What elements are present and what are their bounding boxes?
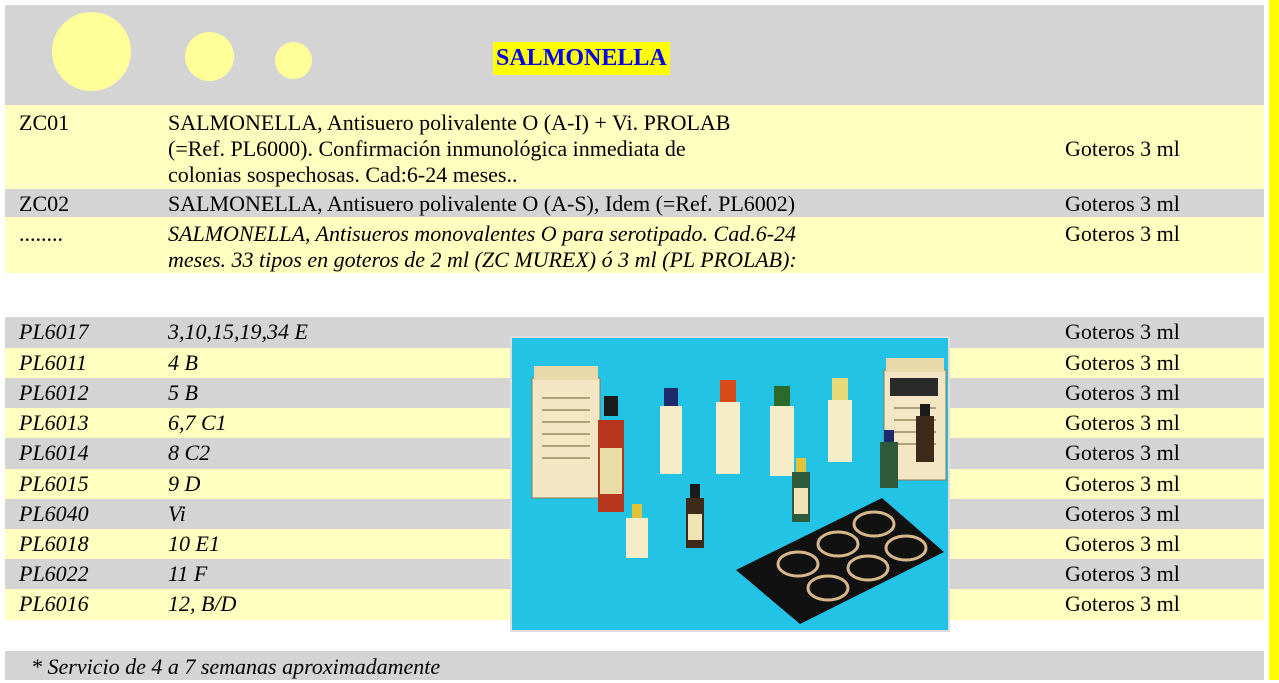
footer-note-bar: * Servicio de 4 a 7 semanas aproximadame… [5,651,1264,680]
product-code: PL6040 [19,501,89,526]
decorative-circle-large [52,12,131,91]
product-code: ZC01 [19,110,70,135]
product-format: Goteros 3 ml [1065,531,1180,556]
product-code: ........ [19,221,63,246]
page-header: SALMONELLA [5,5,1264,105]
product-description-line: 6,7 C1 [168,410,227,435]
product-format: Goteros 3 ml [1065,501,1180,526]
decorative-circle-medium [185,32,234,81]
product-description-line: meses. 33 tipos en goteros de 2 ml (ZC M… [168,247,797,272]
product-code: PL6011 [19,350,88,375]
product-description-line: 3,10,15,19,34 E [168,319,308,344]
product-code: PL6014 [19,440,89,465]
product-photo [510,336,950,632]
product-description-line: 8 C2 [168,440,211,465]
product-code: PL6022 [19,561,89,586]
service-footnote: * Servicio de 4 a 7 semanas aproximadame… [31,654,441,679]
product-description-line: SALMONELLA, Antisuero polivalente O (A-S… [168,191,796,216]
product-description-line: 10 E1 [168,531,220,556]
product-format: Goteros 3 ml [1065,191,1180,216]
product-description-line: (=Ref. PL6000). Confirmación inmunológic… [168,136,686,161]
product-description-line: 11 F [168,561,208,586]
product-description-line: 5 B [168,380,198,405]
product-code: PL6013 [19,410,89,435]
product-format: Goteros 3 ml [1065,350,1180,375]
product-row: ZC02 SALMONELLA, Antisuero polivalente O… [5,189,1264,217]
product-format: Goteros 3 ml [1065,471,1180,496]
product-row: ZC01 SALMONELLA, Antisuero polivalente O… [5,105,1264,189]
product-description-line: Vi [168,501,186,526]
product-format: Goteros 3 ml [1065,410,1180,435]
decorative-circle-small [275,42,312,79]
product-code: PL6017 [19,319,89,344]
product-description-line: colonias sospechosas. Cad:6-24 meses.. [168,162,518,187]
product-code: PL6018 [19,531,89,556]
product-code: ZC02 [19,191,70,216]
product-description-line: 4 B [168,350,198,375]
product-description-line: SALMONELLA, Antisueros monovalentes O pa… [168,221,797,246]
product-code: PL6016 [19,591,89,616]
product-format: Goteros 3 ml [1065,221,1180,246]
right-accent-bar [1269,0,1279,680]
page-title[interactable]: SALMONELLA [493,42,670,75]
product-format: Goteros 3 ml [1065,319,1180,344]
product-description-line: 9 D [168,471,201,496]
product-code: PL6012 [19,380,89,405]
product-description-line: SALMONELLA, Antisuero polivalente O (A-I… [168,110,731,135]
product-row: ........ SALMONELLA, Antisueros monovale… [5,217,1264,273]
product-format: Goteros 3 ml [1065,591,1180,616]
product-description-line: 12, B/D [168,591,237,616]
dropper-bottles-illustration [531,358,947,624]
product-format: Goteros 3 ml [1065,440,1180,465]
product-format: Goteros 3 ml [1065,561,1180,586]
product-format: Goteros 3 ml [1065,380,1180,405]
product-format: Goteros 3 ml [1065,136,1180,161]
product-code: PL6015 [19,471,89,496]
